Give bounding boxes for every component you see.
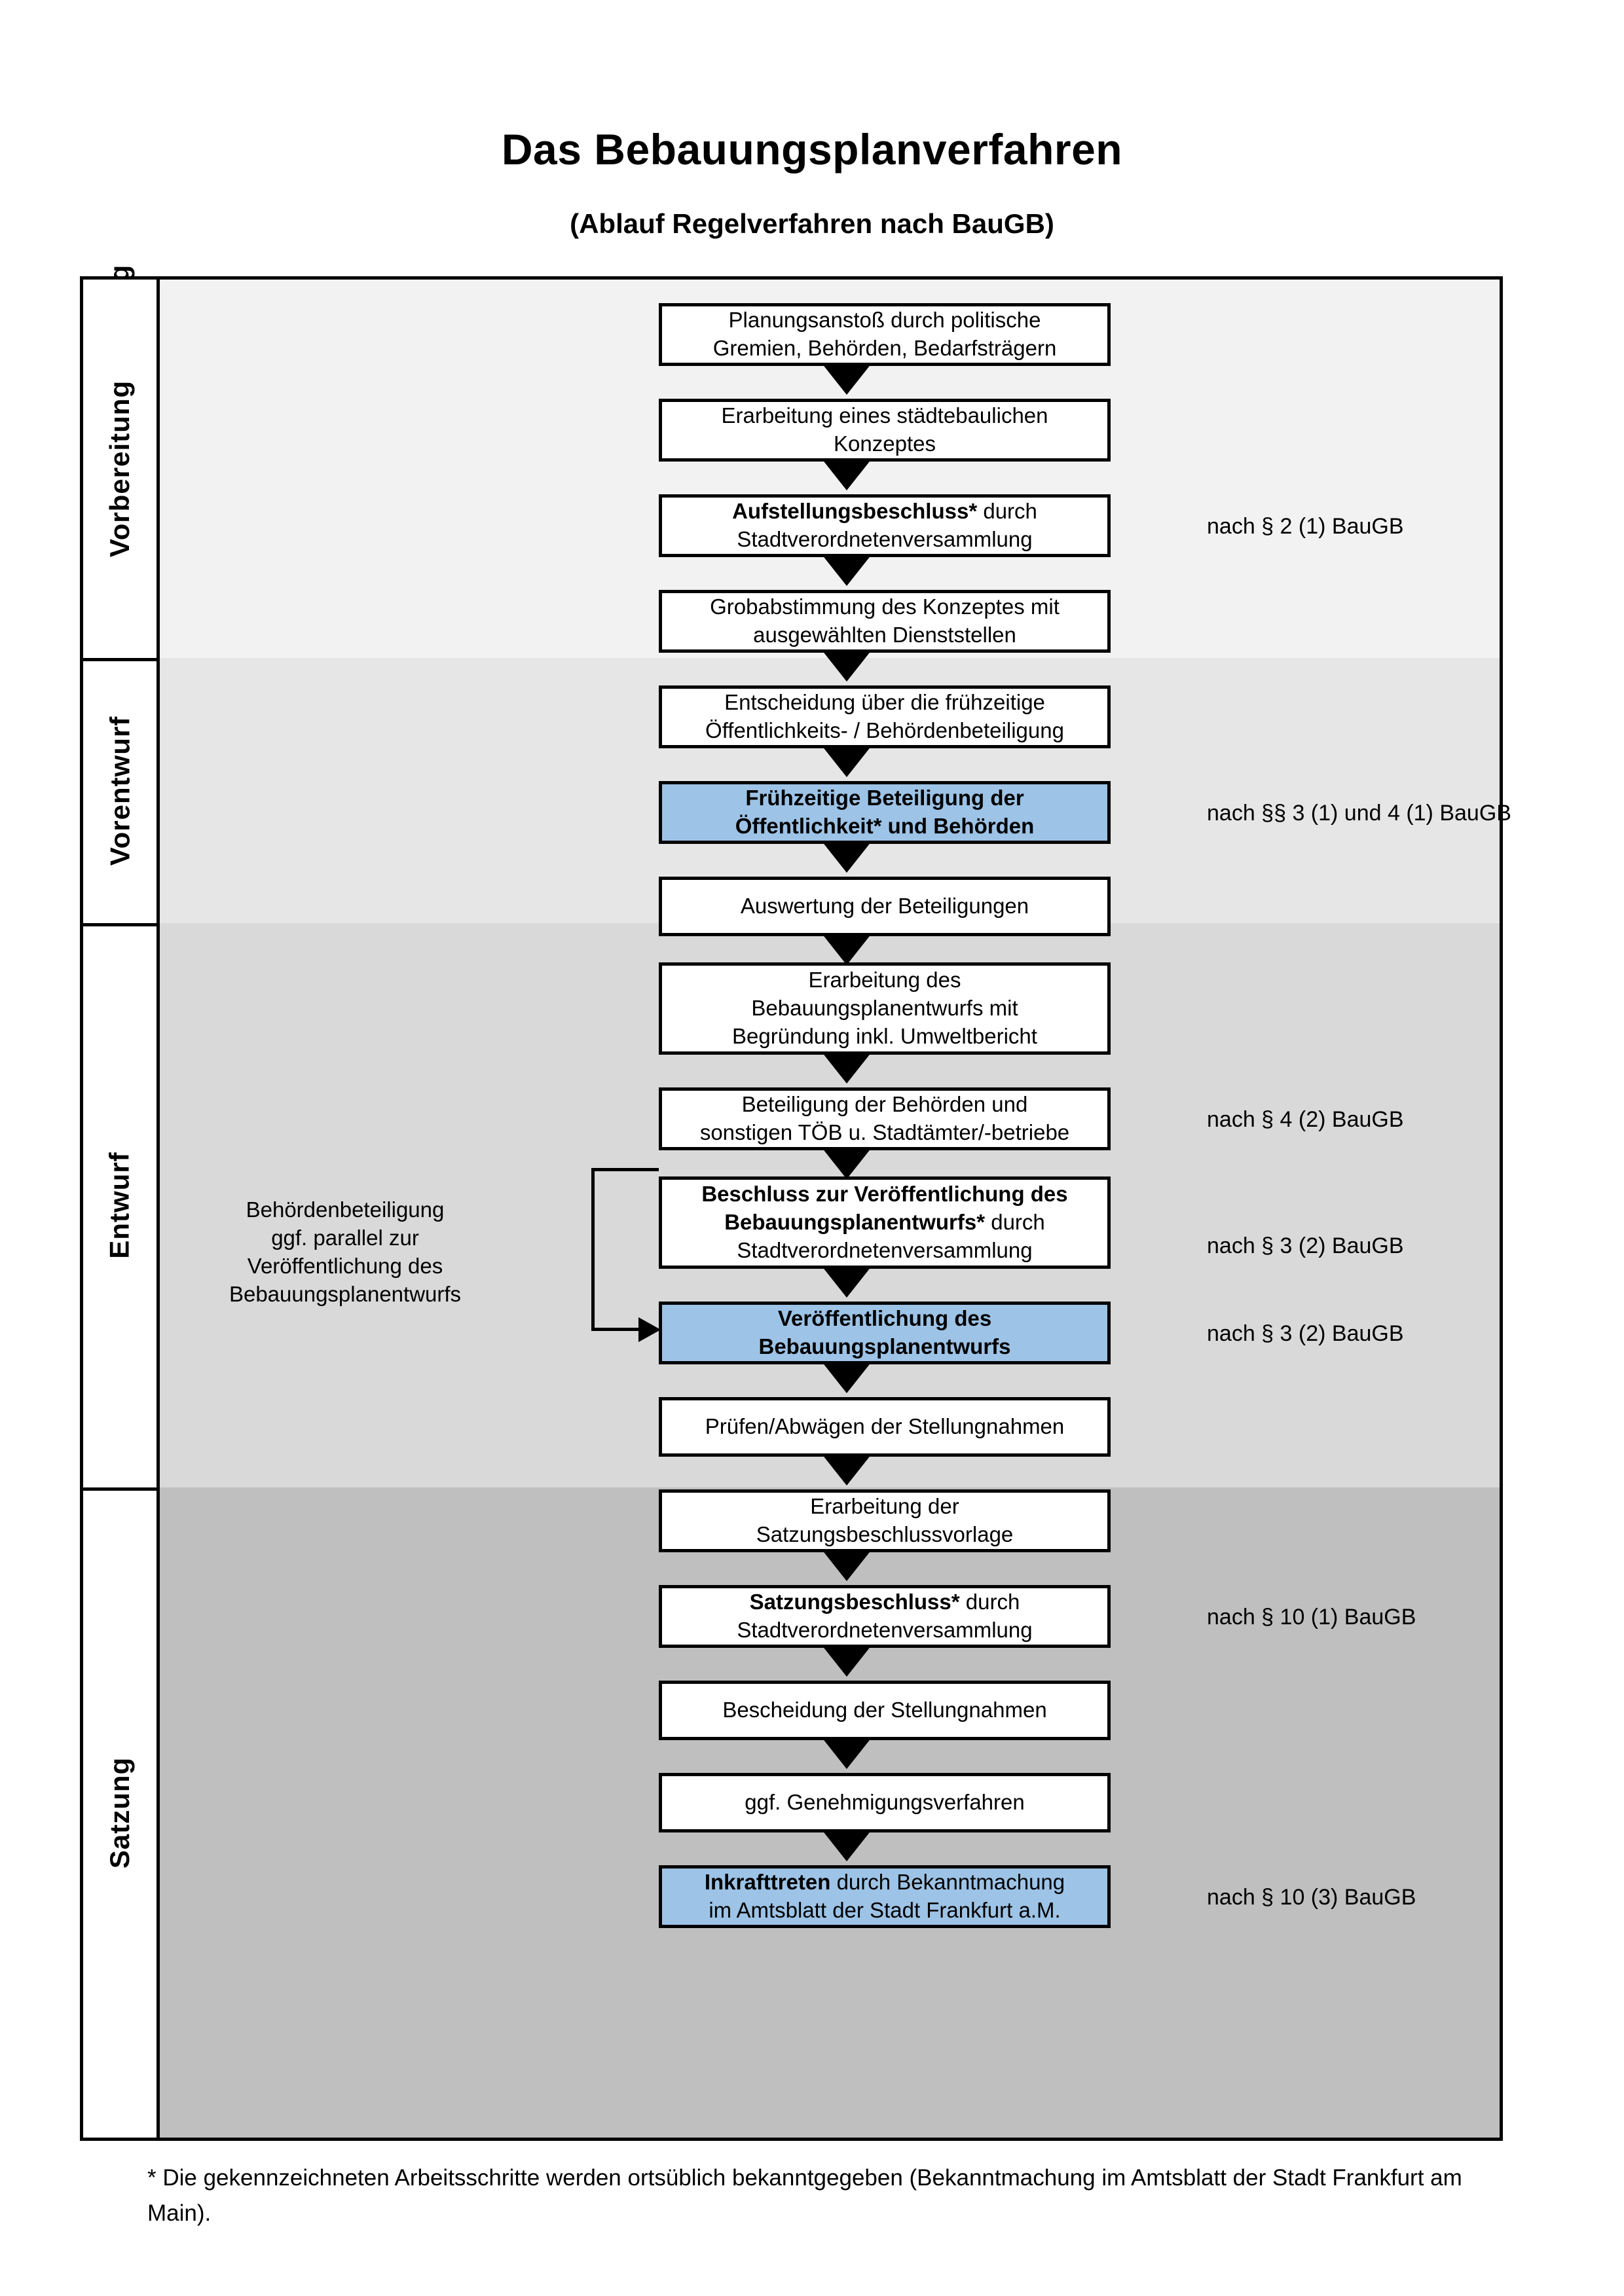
band-label-cell-vorbereitung: Vorbereitung [83,280,157,658]
band-label-vorbereitung: Vorbereitung [104,380,136,558]
legal-ref-step-14: nach § 10 (1) BauGB [1207,1605,1416,1630]
page-subtitle: (Ablauf Regelverfahren nach BauGB) [570,208,1054,239]
step-label-3: Aufstellungsbeschluss* Aufstellungsbesch… [732,499,1037,551]
flow-arrow-11-12 [822,1362,872,1393]
flow-arrow-9-10 [822,1148,872,1179]
step-label-16: ggf. Genehmigungsverfahren [745,1790,1025,1815]
band-label-cell-satzung: Satzung [83,1487,157,2138]
step-box-3[interactable]: Aufstellungsbeschluss* Aufstellungsbesch… [659,494,1111,557]
step-label-7: Auswertung der Beteiligungen [740,894,1029,919]
flow-arrow-13-14 [822,1550,872,1581]
band-divider-1 [83,658,157,661]
flow-arrow-14-15 [822,1645,872,1677]
flow-arrow-1-2 [822,363,872,395]
flowchart-frame: Vorbereitung Vorbereitung Vorentwurf Ent… [80,264,1511,2141]
step-box-12[interactable]: Prüfen/Abwägen der Stellungnahmen [659,1397,1111,1457]
flow-arrow-3-4 [822,555,872,586]
feedback-connector-vertical [591,1168,595,1331]
step-box-15[interactable]: Bescheidung der Stellungnahmen [659,1681,1111,1740]
flow-arrow-7-8 [822,934,872,965]
band-label-cell-entwurf: Entwurf [83,923,157,1487]
feedback-connector-arrowhead [638,1317,661,1342]
step-label-12: Prüfen/Abwägen der Stellungnahmen [705,1414,1065,1439]
label-column [83,280,157,2138]
flow-arrow-2-3 [822,459,872,490]
legal-ref-step-10: nach § 3 (2) BauGB [1207,1233,1404,1258]
band-label-entwurf: Entwurf [104,1152,135,1259]
footnote-text: * Die gekennzeichneten Arbeitsschritte w… [147,2165,1462,2227]
legal-ref-step-11: nach § 3 (2) BauGB [1207,1321,1404,1346]
flow-arrow-10-11 [822,1266,872,1298]
band-divider-2 [83,923,157,926]
band-divider-3 [83,1487,157,1491]
legal-ref-step-3: nach § 2 (1) BauGB [1207,514,1404,539]
feedback-connector-bottom [591,1328,642,1331]
step-box-7[interactable]: Auswertung der Beteiligungen [659,877,1111,936]
legal-ref-step-6: nach §§ 3 (1) und 4 (1) BauGB [1207,801,1511,826]
flow-arrow-8-9 [822,1052,872,1084]
flow-arrow-6-7 [822,841,872,873]
band-label-cell-vorentwurf: Vorentwurf [83,658,157,923]
legal-ref-step-17: nach § 10 (3) BauGB [1207,1885,1416,1910]
step-box-16[interactable]: ggf. Genehmigungsverfahren [659,1773,1111,1832]
feedback-connector-top [591,1168,659,1171]
label-column-divider [157,280,160,2138]
step-label-15: Bescheidung der Stellungnahmen [722,1698,1047,1722]
band-label-vorentwurf: Vorentwurf [104,716,135,866]
page-title: Das Bebauungsplanverfahren [501,125,1123,173]
flow-arrow-5-6 [822,746,872,777]
side-note-behoerdenbeteiligung: Behördenbeteiligung ggf. parallel zur Ve… [229,1197,462,1306]
band-label-satzung: Satzung [104,1757,136,1868]
legal-ref-step-9: nach § 4 (2) BauGB [1207,1107,1404,1132]
flow-arrow-15-16 [822,1738,872,1769]
flow-arrow-16-17 [822,1830,872,1861]
flow-arrow-4-5 [822,650,872,682]
flow-arrow-12-13 [822,1454,872,1485]
